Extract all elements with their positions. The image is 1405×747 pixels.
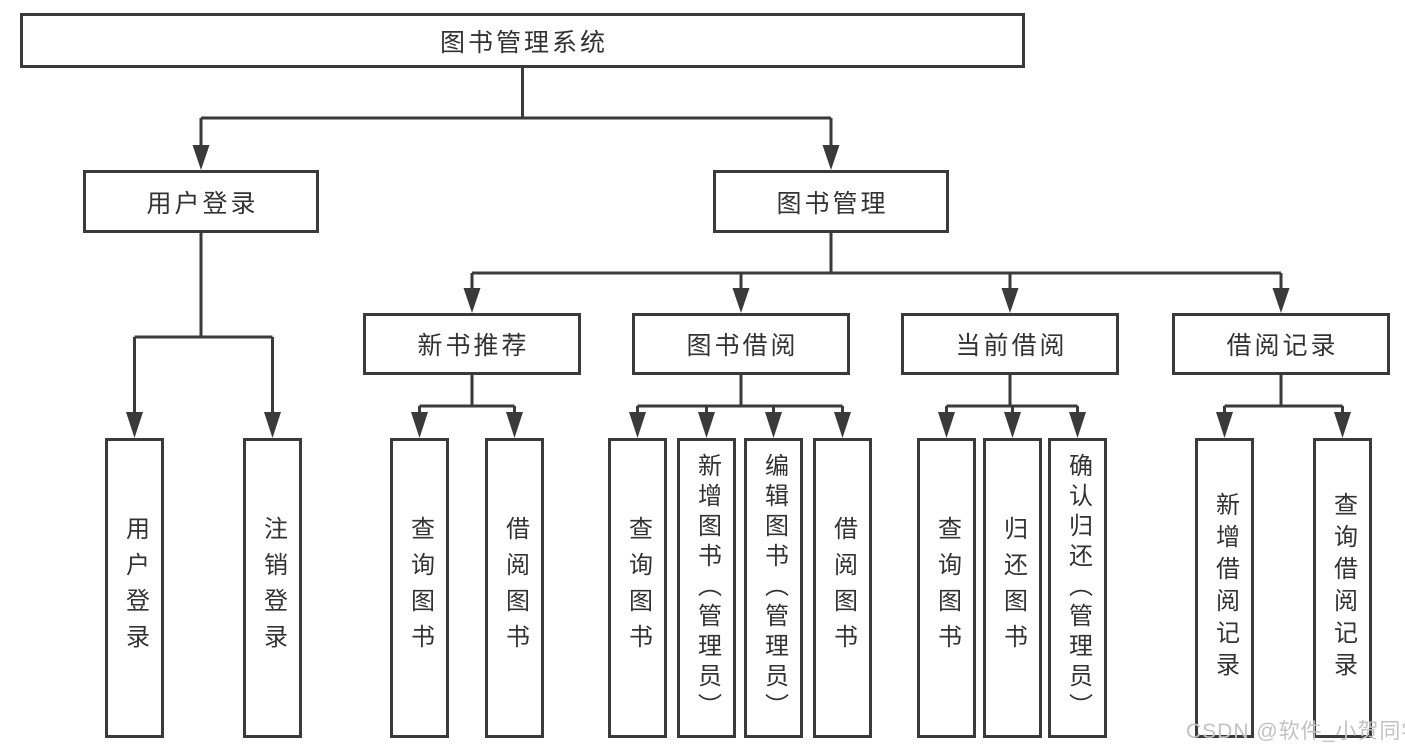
leaf-logout-login: 注销登录 [243, 438, 302, 738]
leaf-return-books: 归还图书 [983, 438, 1042, 738]
arrow-down-icon [506, 412, 523, 438]
arrow-down-icon [732, 288, 750, 313]
node-label: 图书管理系统 [439, 28, 608, 57]
arrow-down-icon [1004, 412, 1021, 438]
node-current-borrowing: 当前借阅 [901, 313, 1119, 375]
arrow-down-icon [126, 412, 143, 438]
connector-new-book-split [418, 375, 516, 416]
node-borrowing-records: 借阅记录 [1172, 313, 1390, 375]
node-label: 借阅记录 [1226, 332, 1339, 360]
arrow-down-icon [411, 412, 428, 438]
node-user-login: 用户登录 [83, 170, 319, 233]
node-label: 查询图书 [933, 516, 961, 660]
node-label: 图书借阅 [686, 332, 799, 360]
leaf-add-borrow-record: 新增借阅记录 [1195, 438, 1254, 738]
arrow-down-icon [463, 288, 481, 313]
leaf-query-books-current: 查询图书 [917, 438, 976, 738]
node-label: 新增借阅记录 [1211, 492, 1239, 684]
arrow-down-icon [1216, 412, 1233, 438]
node-label: 借阅图书 [829, 516, 857, 660]
arrow-down-icon [1272, 288, 1290, 313]
connector-book-mgmt-split [470, 233, 1283, 294]
leaf-user-login: 用户登录 [105, 438, 164, 738]
node-label: 当前借阅 [955, 332, 1068, 360]
node-label: 用户登录 [121, 516, 149, 660]
node-root-system: 图书管理系统 [20, 13, 1025, 68]
leaf-query-books-recommend: 查询图书 [390, 438, 449, 738]
leaf-edit-books-admin: 编辑图书（管理员） [744, 438, 803, 738]
leaf-borrow-books: 借阅图书 [813, 438, 872, 738]
node-label: 确认归还（管理员） [1064, 453, 1092, 723]
leaf-query-borrow-record: 查询借阅记录 [1313, 438, 1372, 738]
arrow-down-icon [1001, 288, 1019, 313]
arrow-down-icon [834, 412, 851, 438]
node-label: 归还图书 [999, 516, 1027, 660]
node-label: 图书管理 [776, 189, 889, 218]
node-label: 借阅图书 [501, 516, 529, 660]
node-label: 查询图书 [406, 516, 434, 660]
node-label: 注销登录 [259, 516, 287, 660]
node-label: 新书推荐 [417, 332, 530, 360]
node-label: 新增图书（管理员） [693, 453, 721, 723]
node-label: 查询图书 [624, 516, 652, 660]
connector-current-borrow-split [945, 375, 1079, 416]
arrow-down-icon [264, 412, 281, 438]
arrow-down-icon [1334, 412, 1351, 438]
leaf-query-books-borrow: 查询图书 [608, 438, 667, 738]
node-label: 查询借阅记录 [1329, 492, 1357, 684]
arrow-down-icon [1069, 412, 1086, 438]
leaf-add-books-admin: 新增图书（管理员） [677, 438, 736, 738]
connector-borrow-record-split [1223, 375, 1344, 416]
node-label: 编辑图书（管理员） [760, 453, 788, 723]
arrow-down-icon [629, 412, 646, 438]
arrow-down-icon [192, 145, 210, 170]
node-label: 用户登录 [146, 189, 259, 218]
node-book-management: 图书管理 [713, 170, 949, 233]
leaf-borrow-books-recommend: 借阅图书 [485, 438, 544, 738]
node-book-borrowing: 图书借阅 [632, 313, 850, 375]
leaf-confirm-return-admin: 确认归还（管理员） [1048, 438, 1107, 738]
arrow-down-icon [765, 412, 782, 438]
arrow-down-icon [698, 412, 715, 438]
csdn-watermark: CSDN @软件_小贺同学 [1186, 720, 1405, 743]
arrow-down-icon [822, 145, 840, 170]
connector-root-split [199, 68, 833, 150]
node-new-book-recommendation: 新书推荐 [363, 313, 581, 375]
connector-user-login-split [133, 233, 274, 416]
arrow-down-icon [938, 412, 955, 438]
connector-book-borrow-split [636, 375, 844, 416]
